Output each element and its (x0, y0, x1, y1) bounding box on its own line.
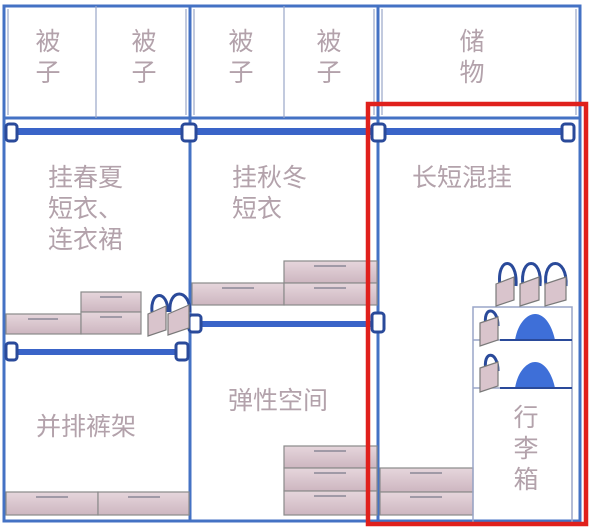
drawer (379, 467, 474, 493)
drawer (80, 291, 142, 313)
highlight-box (365, 101, 589, 527)
drawer (5, 491, 99, 516)
mixed-hanging-label: 长短混挂 (412, 163, 513, 192)
drawer (97, 491, 190, 516)
storage-label: 储 物 (459, 27, 485, 87)
drawer (283, 282, 378, 306)
hanger-row-lower (479, 353, 572, 393)
pants-rack-rail (4, 341, 190, 362)
luggage-label: 行 李 箱 (513, 403, 539, 494)
spring-summer-label: 挂春夏 短衣、 连衣裙 (48, 163, 124, 254)
quilt-label-3: 被 子 (228, 27, 254, 87)
quilt-label-4: 被 子 (316, 27, 342, 87)
pants-rack-label: 并排裤架 (36, 412, 137, 441)
quilt-label-1: 被 子 (35, 27, 61, 87)
drawer (80, 311, 142, 335)
drawer (283, 467, 378, 492)
flex-space-label: 弹性空间 (228, 386, 329, 415)
cabinet-frame (2, 4, 582, 523)
drawer (379, 491, 474, 516)
drawers (5, 260, 474, 516)
upper-hanging-rail (4, 122, 576, 143)
outer-frame (2, 4, 582, 523)
hanging-bins-left (147, 292, 192, 337)
drawer (191, 282, 285, 306)
drawer-handles (28, 265, 442, 498)
drawer (283, 490, 378, 516)
hanger-row-top (495, 262, 568, 307)
top-compartment-dividers (7, 6, 577, 118)
drawer (5, 313, 82, 335)
autumn-winter-label: 挂秋冬 短衣 (232, 163, 308, 223)
hanger-row-middle (479, 309, 572, 347)
drawer (283, 445, 378, 469)
quilt-label-2: 被 子 (131, 27, 157, 87)
drawer (283, 260, 378, 284)
middle-hanging-rail (187, 311, 386, 334)
